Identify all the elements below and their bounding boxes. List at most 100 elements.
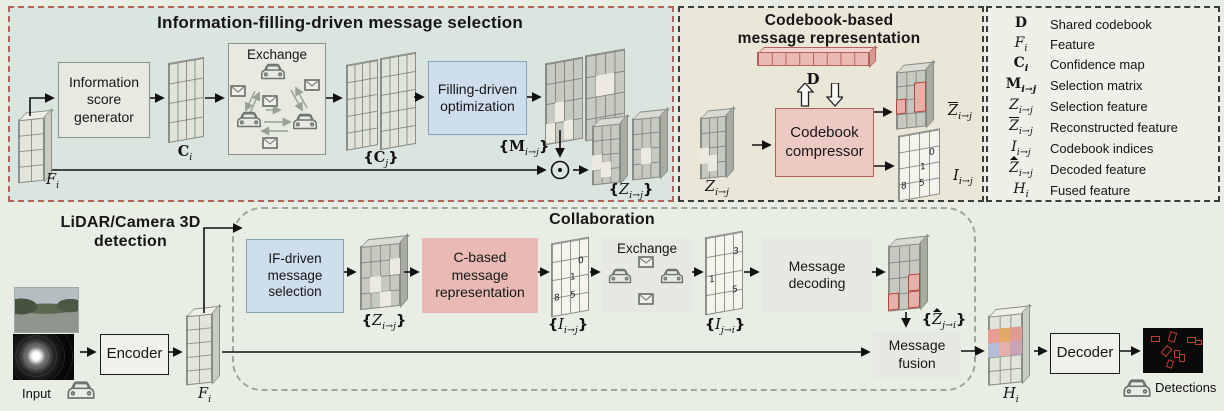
- legend-sym-main: C: [1013, 54, 1025, 71]
- detection-title-line2: detection: [94, 233, 167, 250]
- index-number: 0: [929, 147, 935, 159]
- label-pre: {: [363, 150, 374, 166]
- label-iji-set: {Ij→i}: [694, 317, 756, 336]
- legend-sym-sub: i→j: [1018, 167, 1033, 179]
- feature-fi-top: [18, 107, 54, 184]
- label-zbar: Zi→j: [938, 102, 982, 122]
- label-hi: Hi: [996, 386, 1026, 405]
- selection-feature-z-bottom: [360, 233, 410, 311]
- label-sub: i→j: [525, 146, 539, 158]
- envelope-icon: [638, 292, 654, 310]
- box-line: Filling-driven: [437, 80, 518, 97]
- legend-desc: Fused feature: [1050, 182, 1131, 198]
- legend-sym-sub: i→j: [1021, 83, 1037, 95]
- shared-codebook-d: [757, 45, 878, 68]
- confidence-maps-cj: [346, 59, 378, 151]
- label-main-char: Z: [931, 312, 943, 328]
- label-post: }: [396, 313, 407, 329]
- label-iij-set: {Ii→j}: [536, 317, 600, 336]
- detections-image: [1143, 328, 1203, 373]
- label-main: C: [373, 149, 386, 166]
- legend-symbol: Ci: [992, 55, 1050, 74]
- hat-accent: [1010, 155, 1019, 160]
- legend-desc: Confidence map: [1050, 56, 1145, 72]
- legend-symbol: Zi→j: [992, 117, 1050, 137]
- envelope-icon: [304, 78, 320, 96]
- fused-feature-hi: [988, 303, 1032, 386]
- envelope-icon: [262, 94, 278, 112]
- exchange-title: Exchange: [246, 47, 308, 62]
- index-number: 1: [570, 271, 576, 283]
- box-line: compressor: [785, 142, 864, 160]
- car-icon: [290, 110, 320, 137]
- red-cell: [908, 273, 920, 292]
- legend-desc: Selection feature: [1050, 98, 1148, 114]
- legend-desc: Reconstructed feature: [1050, 119, 1178, 135]
- detection-bbox: [1167, 331, 1178, 343]
- legend-symbol: Mi→j: [992, 76, 1050, 95]
- feature-grid: [18, 116, 44, 184]
- feature-side-face: [660, 106, 668, 180]
- label-iij: Ii→j: [942, 168, 984, 187]
- legend-desc: Decoded feature: [1050, 161, 1147, 177]
- legend-sym-sub: i: [1024, 62, 1029, 74]
- box-line: Codebook: [790, 123, 859, 141]
- label-main: M: [508, 138, 526, 155]
- box-line: decoding: [788, 275, 846, 291]
- selection-feature-z: [592, 113, 630, 186]
- codebook-indices-iij: 0 1 8 5: [551, 236, 589, 318]
- legend-sym-main: H: [1013, 180, 1026, 197]
- label-zhat-set: {Zj→i}: [912, 308, 976, 331]
- codebook-indices-iji: 3 1 5: [705, 230, 743, 316]
- box-line: selection: [268, 284, 322, 300]
- filling-driven-optimization-box: Filling-driven optimization: [428, 61, 527, 135]
- legend-desc: Feature: [1050, 36, 1095, 52]
- index-number: 8: [901, 181, 907, 193]
- label-pre: {: [704, 317, 716, 333]
- label-post: }: [388, 150, 399, 166]
- box-line: Decoder: [1056, 344, 1114, 362]
- label-zij-input: Zi→j: [690, 179, 744, 198]
- label-post: }: [577, 317, 589, 333]
- confidence-maps-cj: [380, 51, 416, 151]
- label-fi-top: Fi: [46, 172, 59, 191]
- codebook-indices-grid: 0 1 8 5: [898, 128, 940, 202]
- legend-desc: Codebook indices: [1050, 140, 1154, 156]
- feature-side-face: [400, 233, 408, 308]
- elementwise-product-icon: [550, 160, 570, 180]
- feature-cell: [370, 275, 381, 294]
- reconstructed-feature-zbar: [896, 59, 936, 130]
- envelope-icon: [262, 136, 278, 154]
- legend-sym-main: D: [1014, 14, 1028, 31]
- detection-bbox: [1160, 344, 1173, 358]
- label-sub: i: [56, 179, 60, 191]
- box-line: Information: [68, 73, 140, 90]
- label-pre: {: [547, 317, 559, 333]
- legend-sym-main: M: [1005, 75, 1022, 92]
- legend-sym-main: Z: [1009, 155, 1019, 175]
- box-line: score: [86, 91, 122, 108]
- feature-cell: [1010, 340, 1022, 356]
- c-based-message-representation-box: C-based message representation: [422, 238, 538, 313]
- feature-side-face: [212, 303, 220, 385]
- detection-bbox: [1179, 354, 1185, 362]
- label-sub: i→j: [958, 175, 973, 187]
- legend-symbol: Zi→j: [992, 97, 1050, 116]
- exchange-title: Exchange: [616, 241, 678, 256]
- feature-cell: [641, 147, 651, 165]
- selection-matrix-m: [545, 56, 583, 146]
- index-number: 8: [554, 292, 560, 304]
- index-number: 1: [920, 161, 926, 173]
- label-zij-set-top: {Zi→j}: [596, 182, 666, 201]
- label-d: D: [800, 70, 826, 88]
- label-sub: i→j: [629, 189, 644, 201]
- legend-symbol: Hi: [992, 181, 1050, 200]
- camera-image: [14, 287, 79, 333]
- red-cell: [888, 292, 899, 311]
- label-sub: i: [1015, 393, 1019, 405]
- codebook-panel-title-line1: Codebook-based: [764, 12, 894, 29]
